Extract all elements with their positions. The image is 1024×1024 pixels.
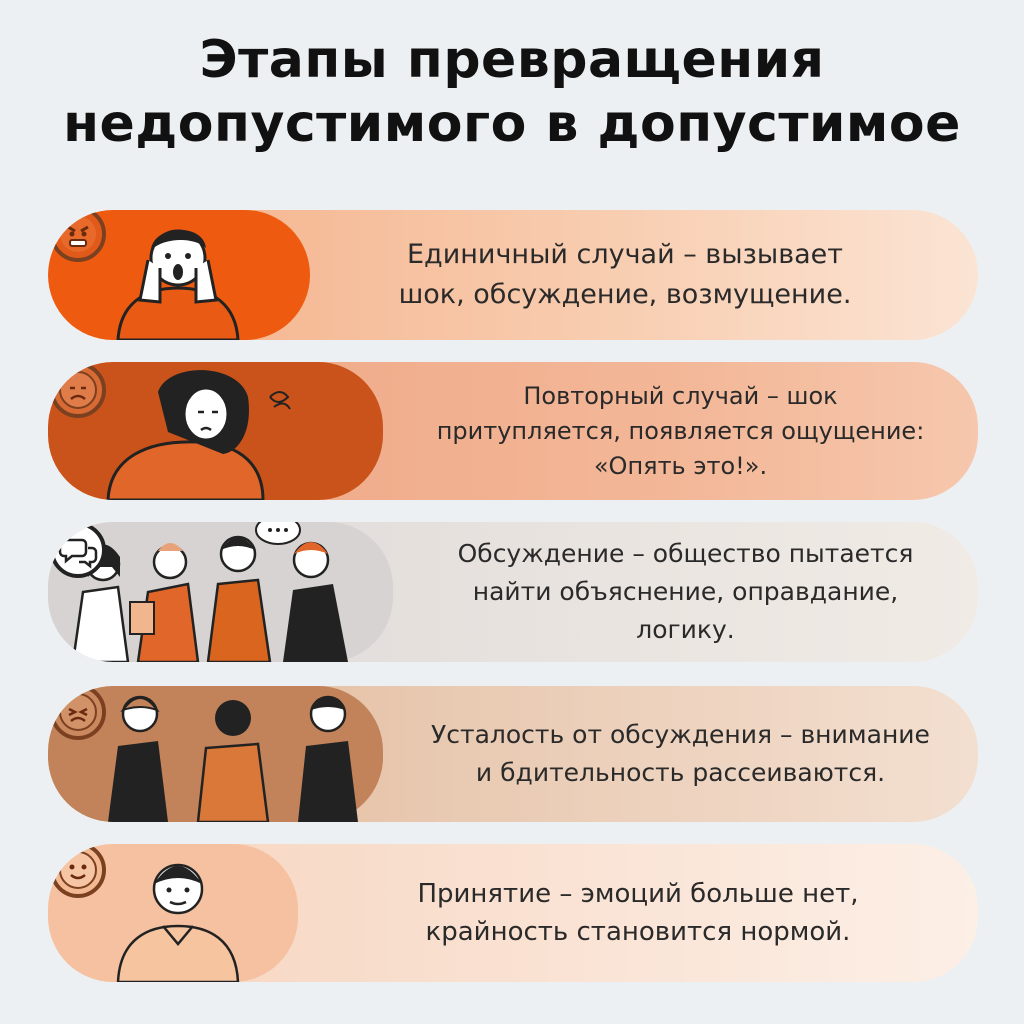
stage-3-line-3: логику. (636, 615, 735, 644)
tired-woman-illustration (106, 370, 291, 500)
stage-4-text: Усталость от обсуждения – внимание и бди… (383, 686, 978, 822)
stage-2-line-3: «Опять это!». (593, 451, 768, 480)
stage-4-line-2: и бдительность рассеиваются. (475, 758, 886, 787)
stage-5-line-2: крайность становится нормой. (425, 917, 851, 947)
stage-5-line-1: Принятие – эмоций больше нет, (417, 879, 859, 909)
stage-2-line-1: Повторный случай – шок (523, 381, 838, 410)
calm-man-illustration (116, 863, 240, 982)
page-title: Этапы превращения недопустимого в допуст… (0, 28, 1024, 156)
stage-4-line-1: Усталость от обсуждения – внимание (431, 720, 930, 749)
stage-2-text: Повторный случай – шок притупляется, поя… (383, 362, 978, 500)
title-line-2: недопустимого в допустимое (63, 94, 961, 154)
walking-away-people-illustration (108, 695, 358, 822)
stage-2-repeated-case: Повторный случай – шок притупляется, поя… (48, 362, 978, 500)
stage-5-text: Принятие – эмоций больше нет, крайность … (298, 844, 978, 982)
sad-face-icon (50, 362, 106, 418)
shocked-person-illustration (116, 229, 240, 340)
stage-3-text: Обсуждение – общество пытается найти объ… (393, 522, 978, 662)
speech-bubbles-icon (50, 522, 106, 578)
stage-2-line-2: притупляется, появляется ощущение: (436, 416, 925, 445)
stage-1-text: Единичный случай – вызывает шок, обсужде… (310, 210, 940, 340)
title-line-1: Этапы превращения (199, 30, 825, 90)
tired-face-icon (50, 686, 106, 740)
group-discussion-illustration (71, 522, 348, 662)
stage-1-line-1: Единичный случай – вызывает (406, 239, 844, 270)
stage-1-line-2: шок, обсуждение, возмущение. (398, 279, 852, 310)
stage-4-fatigue: Усталость от обсуждения – внимание и бди… (48, 686, 978, 822)
stage-3-line-1: Обсуждение – общество пытается (457, 539, 914, 568)
stage-1-single-case: Единичный случай – вызывает шок, обсужде… (48, 210, 978, 340)
stage-5-acceptance: Принятие – эмоций больше нет, крайность … (48, 844, 978, 982)
angry-face-icon (50, 210, 106, 262)
stage-3-line-2: найти объяснение, оправдание, (472, 577, 899, 606)
calm-face-icon (50, 844, 106, 898)
stage-3-discussion: Обсуждение – общество пытается найти объ… (48, 522, 978, 662)
